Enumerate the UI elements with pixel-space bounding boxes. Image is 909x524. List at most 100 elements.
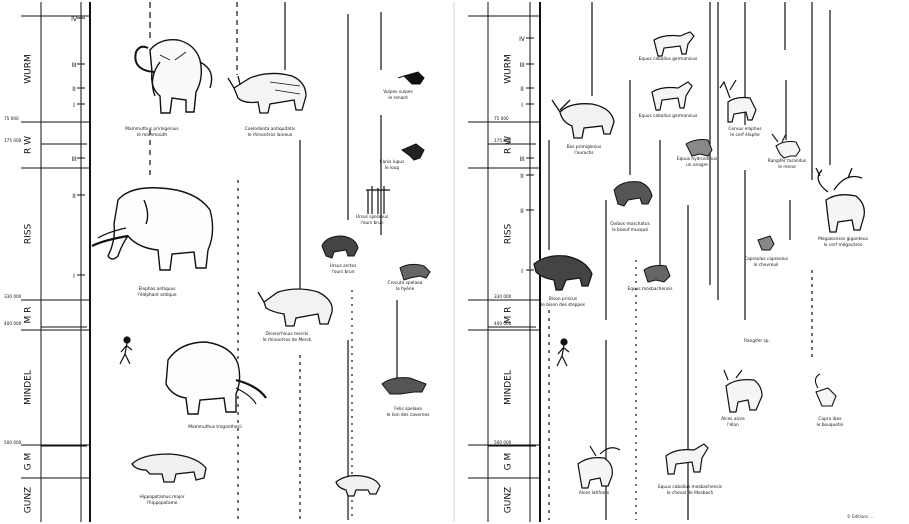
megaloceros-drawing [816,168,864,232]
left-substage-label: IV [71,16,78,23]
mammoth-caption: Mammuthus primigenius [125,126,179,132]
bear-drawing [322,236,358,258]
red-deer-drawing [720,80,756,122]
horse-drawing [652,82,692,110]
donkey-caption: Equus hydruntinus [677,156,718,162]
left-period-label: RISS [24,224,34,245]
left-substage-label: I [73,273,75,280]
przewalski-horse-caption: Equus caballus germanicus [639,56,698,62]
left-period-label: GUNZ [24,487,34,513]
horse-caption: Equus caballus germanicus [639,113,698,119]
red-deer-caption: le cerf élaphe [730,131,760,138]
left-substage-label: II [72,193,76,200]
latifrons-elk-caption: Alces latifrons [579,490,610,496]
ibex-caption: Capra ibex [818,416,842,422]
panther-caption: Felis spelaea [394,406,422,412]
fox-caption: le renard [388,95,408,101]
donkey-drawing [686,140,712,157]
right-period-label: G M [504,453,514,471]
rhino-caption: le rhinocéros laineux [248,131,293,138]
bison-caption: Bison priscus [549,296,578,302]
rangifer-caption: Rangifer sp. [744,338,770,344]
left-substage-label: III [71,156,77,163]
right-substage-label: III [519,62,525,69]
right-substage-label: III [519,156,525,163]
ibex-drawing [815,374,836,406]
deer-antler-drawing [366,186,390,214]
panther-caption: le lion des cavernes [387,412,431,418]
left-period-label: M R [24,307,34,324]
musk-ox-caption: Ovibos moschatus [610,221,650,227]
musk-ox-drawing [614,182,652,206]
left-period-labels: WURMR WRISSM RMINDELG MGUNZ [24,54,34,513]
right-period-label: GUNZ [504,487,514,513]
right-substage-label: I [521,102,523,109]
boar-drawing [336,476,380,496]
left-date-label: 500 000 [4,440,22,445]
roe-deer-caption: Capreolus capreolus [744,256,788,262]
left-period-label: R W [24,136,34,154]
right-date-label: 400 000 [494,321,512,326]
donkey-caption: un onagre [686,162,708,168]
reindeer-caption: le renne [778,164,796,170]
right-timeline: WURMR WRISSM RMINDELG MGUNZ IVIIIIIIIIII… [468,2,540,522]
bear-caption: Ursus arctos [330,263,357,269]
right-period-separators [468,16,540,478]
equus-mosbachensis-caption: Equus mosbachensis [627,286,673,292]
left-date-label: 175 000 [4,138,22,143]
merck-rhino-caption: le rhinocéros de Merck [263,336,312,343]
merck-rhino-caption: Dicerorhinus mercki [265,331,308,337]
red-deer-caption: Cervus elaphus [728,126,762,132]
trogontherii-mammoth-caption: Mammuthus trogontherii [188,424,241,430]
mammoth-drawing [135,40,211,113]
right-period-label: RISS [504,224,514,245]
mammoth-caption: le mammouth [137,132,167,138]
bison-caption: le bison des steppes [541,302,586,308]
reindeer-caption: Rangifer tarandus [768,158,807,164]
aurochs-drawing [552,100,614,138]
panther-drawing [382,378,426,394]
przewalski-horse-drawing [654,32,694,56]
alces-drawing [724,370,762,412]
left-date-label: 400 000 [4,321,22,326]
megaloceros-caption: Megaloceros giganteus [818,236,869,242]
left-period-label: WURM [24,54,34,84]
musk-ox-caption: le boeuf musqué [612,226,648,233]
rhino-caption: Coelodonta antiquitatis [245,126,296,132]
right-substage-label: II [520,86,524,93]
trogontherii-mammoth-drawing [166,342,266,414]
hippo-caption: l'hippopotame [147,500,178,506]
credit-text: © Éditions ... [847,514,873,519]
human-figure [120,337,132,364]
left-date-marks: 75 000 175 000 330 000 400 000 500 000 [4,116,87,446]
merck-rhino-drawing [258,289,332,326]
left-date-label: 75 000 [4,116,19,121]
roe-deer-caption: le chevreuil [754,262,779,268]
right-date-label: 500 000 [494,440,512,445]
wolf-drawing [402,144,424,160]
deer-antler-caption: l'ours brun [360,220,383,226]
left-substage-label: II [72,86,76,93]
left-date-label: 330 000 [4,294,22,299]
mosbach-horse-drawing [666,444,708,474]
right-substage-label: II [520,173,524,180]
ibex-caption: le bouquetin [817,422,844,428]
right-substage-label: IV [519,36,526,43]
right-period-label: MINDEL [504,370,514,405]
mosbach-horse-caption: Equus caballus mosbachensis [658,484,723,490]
elephant-caption: l'éléphant antique [137,291,176,298]
right-substage-label: I [521,268,523,275]
right-range-lines [549,2,830,520]
left-period-label: G M [24,453,34,471]
right-date-label: 330 000 [494,294,512,299]
aurochs-caption: l'aurochs [574,150,594,156]
bear-caption: l'ours brun [331,269,354,275]
aurochs-caption: Bos primigenius [567,144,602,150]
hippo-drawing [132,454,206,482]
equus-mosbachensis-drawing [644,266,670,283]
right-date-label: 175 000 [494,138,512,143]
